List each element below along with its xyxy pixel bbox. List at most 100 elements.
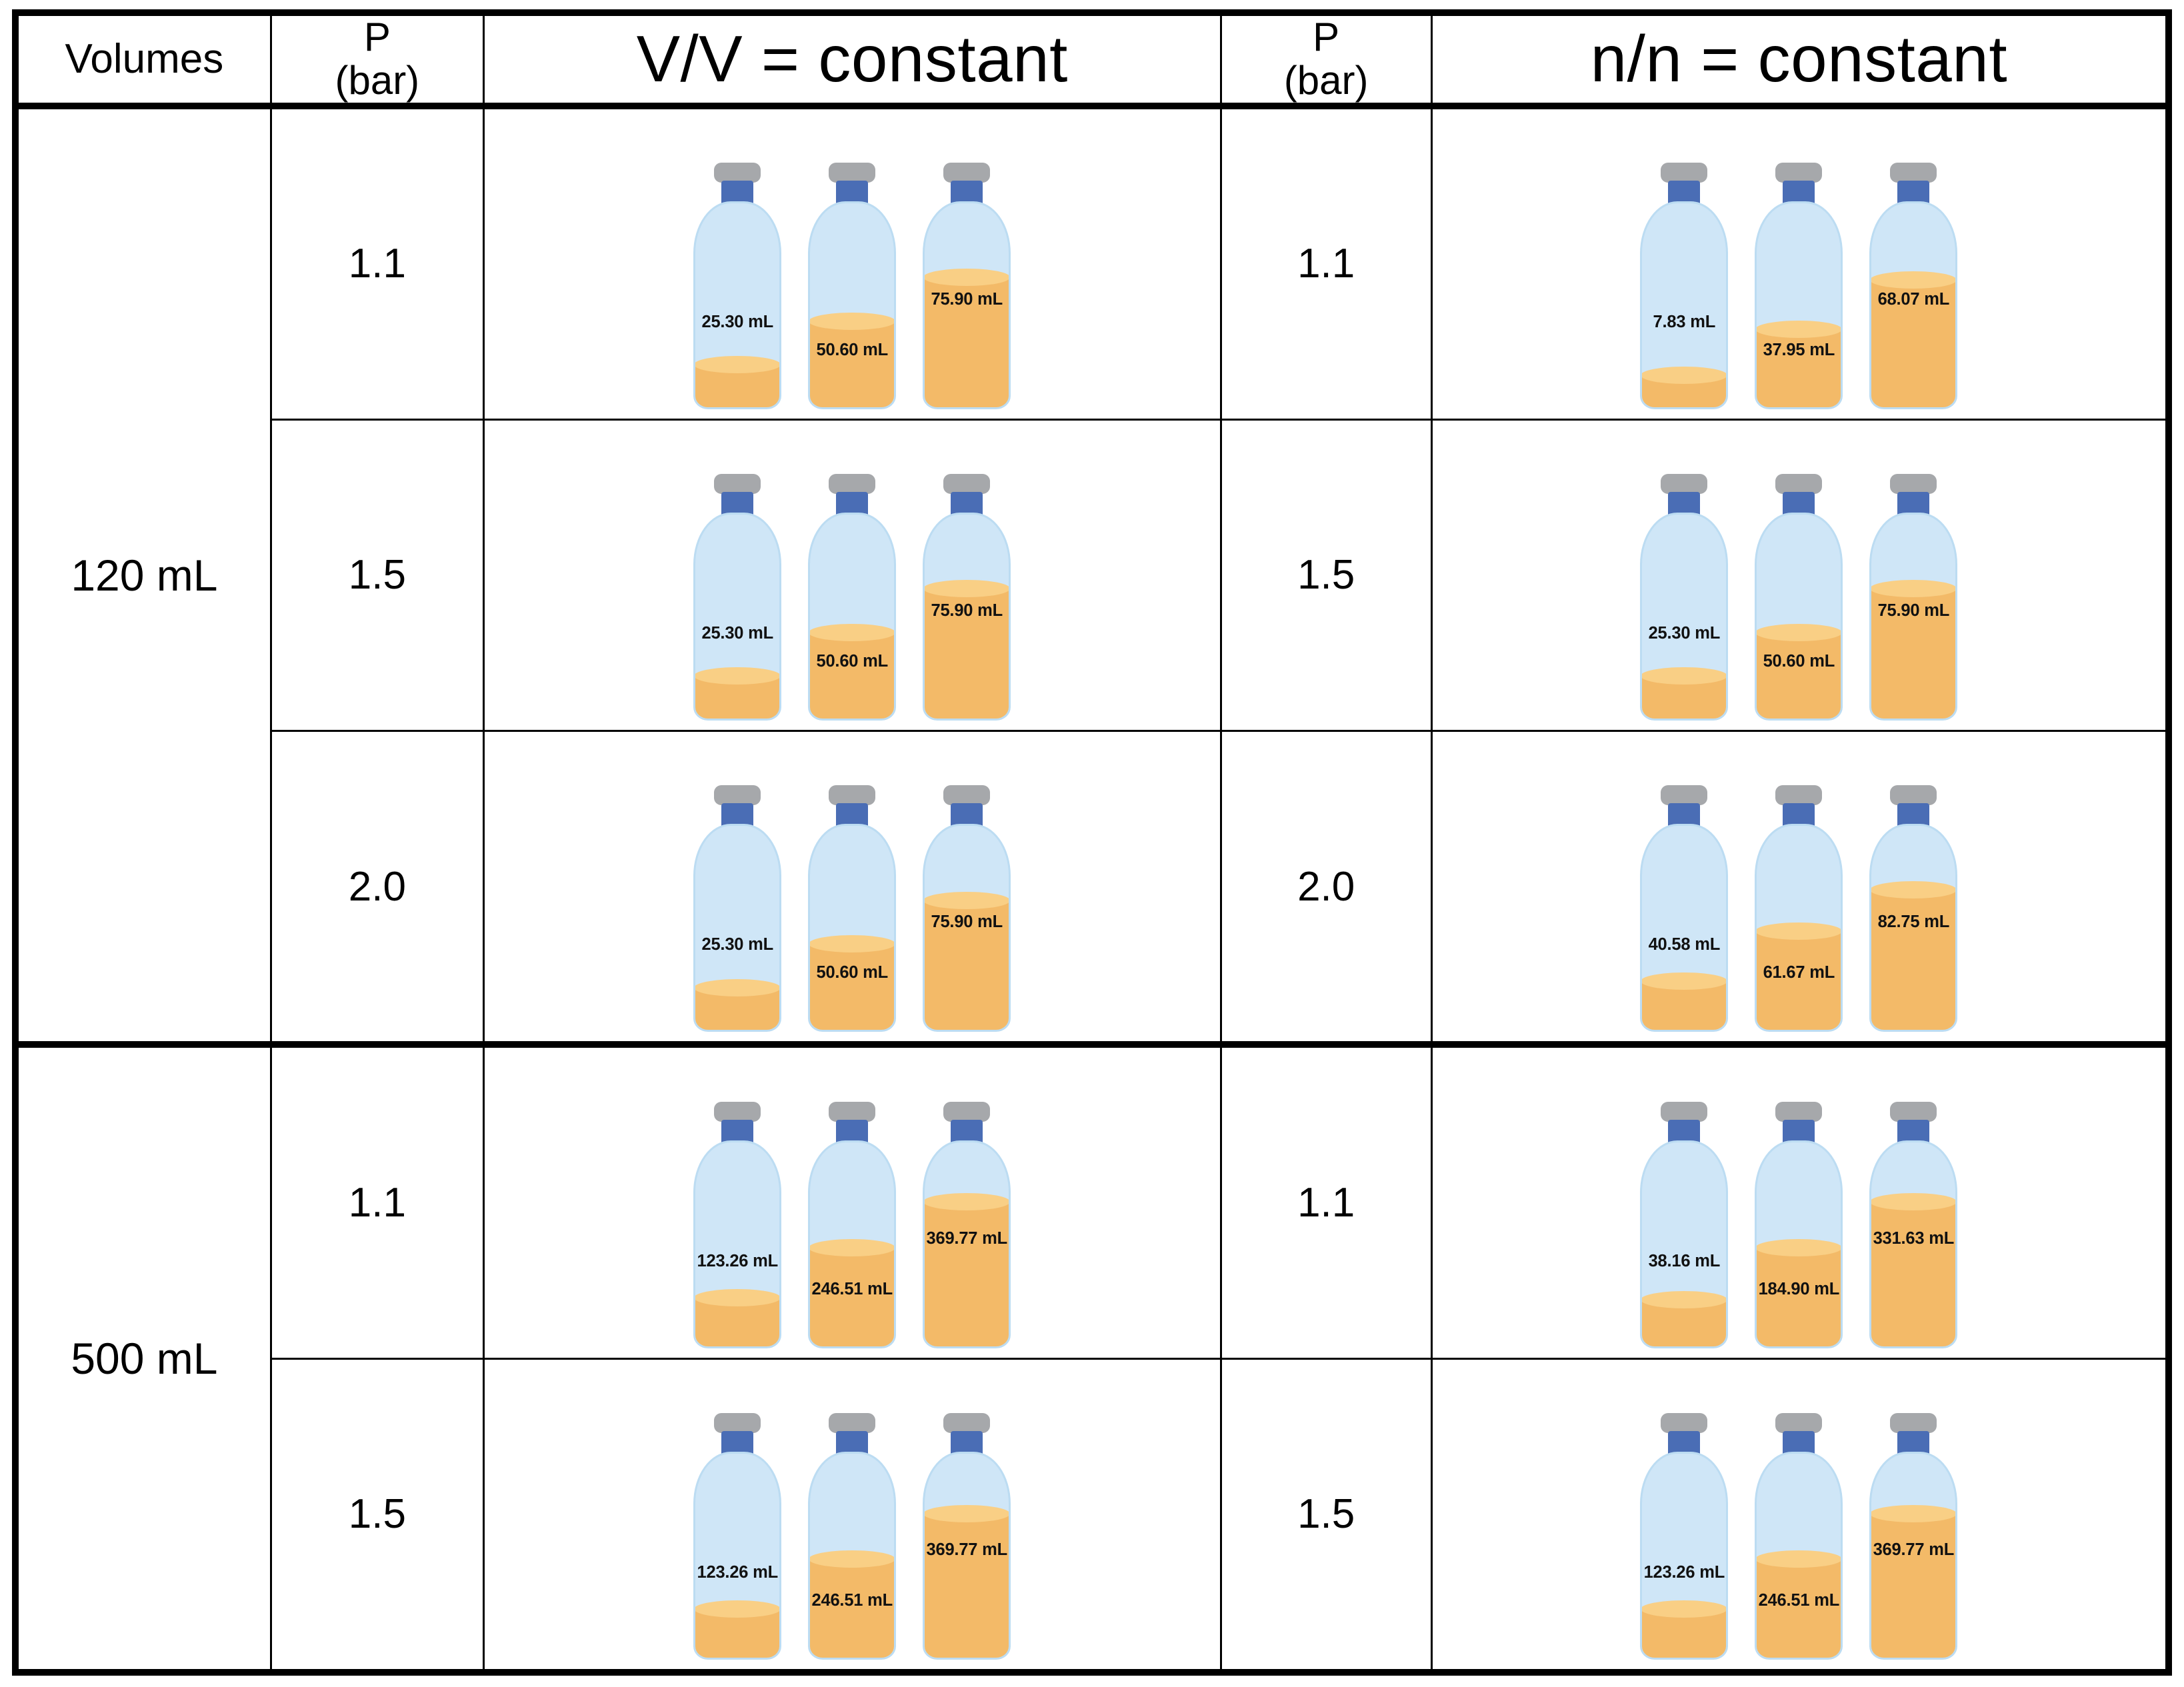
vial-glass-body — [808, 512, 897, 721]
vial-volume-label: 184.90 mL — [1758, 1279, 1840, 1298]
header-pressure-left-unit: (bar) — [335, 57, 420, 103]
vial-glass-body — [1869, 1140, 1958, 1348]
vial-liquid-surface — [1642, 972, 1727, 990]
vial-cap-icon — [829, 473, 876, 494]
vial: 38.16 mL — [1640, 1101, 1729, 1348]
pressure-value-left: 1.5 — [348, 552, 406, 599]
vial-liquid-fill — [695, 667, 780, 719]
vial-liquid-fill — [695, 1600, 780, 1658]
vial-liquid-fill — [810, 935, 895, 1030]
comparison-table: Volumes P (bar) V/V = constant P (bar) n… — [12, 9, 2172, 1676]
vial-cap-icon — [714, 162, 761, 183]
vial: 75.90 mL — [923, 785, 1011, 1032]
pressure-value-left: 2.0 — [348, 863, 406, 910]
vial: 68.07 mL — [1869, 162, 1958, 409]
vial-glass-body — [808, 1452, 897, 1660]
pressure-cell-right: 1.5 — [1219, 1357, 1433, 1674]
vial: 369.77 mL — [923, 1413, 1011, 1660]
vial-glass-body — [1755, 824, 1843, 1032]
pressure-cell-left: 1.1 — [269, 1041, 485, 1360]
vial-cap-icon — [1890, 1101, 1937, 1122]
header-condition-left: V/V = constant — [482, 11, 1222, 109]
vial-liquid-surface — [1757, 1550, 1841, 1568]
vial-liquid-surface — [925, 891, 1009, 909]
vial: 123.26 mL — [1640, 1413, 1729, 1660]
vial-liquid-fill — [810, 1550, 895, 1658]
vial-liquid-fill — [810, 623, 895, 719]
vial-volume-label: 40.58 mL — [1648, 935, 1721, 954]
vial: 25.30 mL — [693, 473, 782, 721]
vial-glass-body — [808, 1140, 897, 1348]
vial-volume-label: 246.51 mL — [1758, 1591, 1840, 1610]
vial-glass-body — [923, 824, 1011, 1032]
vial-liquid-fill — [1642, 1290, 1727, 1346]
vial-group-left: 25.30 mL 50.60 mL 75.90 mL — [485, 421, 1220, 730]
vial-liquid-surface — [1871, 881, 1956, 898]
pressure-value-left: 1.5 — [348, 1491, 406, 1538]
vial: 50.60 mL — [808, 473, 897, 721]
vial-cap-icon — [1890, 473, 1937, 494]
vial-liquid-surface — [1871, 1193, 1956, 1211]
vial: 75.90 mL — [1869, 473, 1958, 721]
pressure-cell-right: 1.5 — [1219, 418, 1433, 732]
vial-volume-label: 75.90 mL — [1877, 601, 1950, 620]
vial-liquid-surface — [925, 269, 1009, 287]
vial: 369.77 mL — [1869, 1413, 1958, 1660]
vial-liquid-surface — [695, 978, 780, 996]
vial-liquid-surface — [1642, 1290, 1727, 1308]
vial-liquid-surface — [810, 623, 895, 641]
vial-volume-label: 123.26 mL — [1643, 1563, 1725, 1582]
vial: 50.60 mL — [808, 162, 897, 409]
vial-liquid-surface — [695, 667, 780, 685]
pressure-cell-left: 1.5 — [269, 418, 485, 732]
header-pressure-left-symbol: P — [363, 15, 391, 59]
vial-glass-body — [808, 201, 897, 409]
vial-liquid-fill — [810, 312, 895, 407]
vial-liquid-surface — [810, 935, 895, 953]
vial-cap-icon — [829, 1413, 876, 1433]
vial-cap-icon — [714, 473, 761, 494]
vial-volume-label: 369.77 mL — [926, 1228, 1008, 1248]
vial-cap-icon — [1661, 785, 1708, 806]
vial-volume-label: 246.51 mL — [811, 1279, 893, 1298]
vial-glass-body — [1755, 512, 1843, 721]
vial-cap-icon — [1775, 1413, 1823, 1433]
vial: 246.51 mL — [808, 1413, 897, 1660]
header-volumes: Volumes — [14, 11, 272, 109]
vial-liquid-surface — [1757, 922, 1841, 940]
pressure-value-left: 1.1 — [348, 241, 406, 287]
pressure-value-left: 1.1 — [348, 1179, 406, 1226]
vial-volume-label: 25.30 mL — [1648, 623, 1721, 643]
vial-cap-icon — [714, 1101, 761, 1122]
vial: 123.26 mL — [693, 1413, 782, 1660]
vial-liquid-fill — [695, 356, 780, 407]
vial-liquid-fill — [1871, 881, 1956, 1030]
vial: 123.26 mL — [693, 1101, 782, 1348]
vial-liquid-fill — [810, 1238, 895, 1346]
pressure-value-right: 1.1 — [1297, 241, 1355, 287]
vial-glass-body — [1640, 201, 1729, 409]
pressure-cell-left: 1.5 — [269, 1357, 485, 1674]
vial-cap-icon — [829, 785, 876, 806]
header-pressure-left: P (bar) — [269, 11, 485, 109]
vial-volume-label: 369.77 mL — [926, 1540, 1008, 1559]
vial: 40.58 mL — [1640, 785, 1729, 1032]
vial-cap-icon — [1890, 1413, 1937, 1433]
vial: 25.30 mL — [1640, 473, 1729, 721]
vial-liquid-fill — [925, 891, 1009, 1030]
vial-liquid-fill — [1642, 367, 1727, 407]
vial-liquid-fill — [1642, 972, 1727, 1030]
vial-volume-label: 75.90 mL — [931, 601, 1003, 620]
vial-liquid-surface — [1871, 1504, 1956, 1522]
vial-liquid-surface — [1871, 580, 1956, 598]
vial: 50.60 mL — [808, 785, 897, 1032]
vial-glass-body — [1869, 201, 1958, 409]
vial-cap-icon — [943, 785, 991, 806]
